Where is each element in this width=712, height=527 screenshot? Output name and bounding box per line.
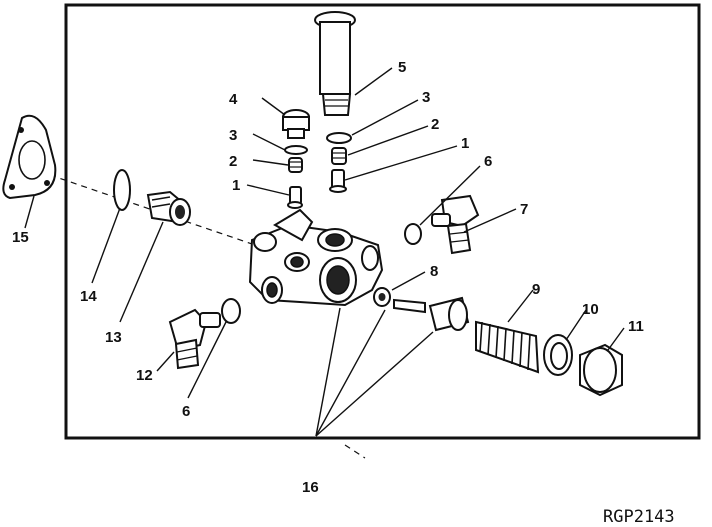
- callout-10: 10: [582, 301, 599, 318]
- leader-lines: [24, 67, 625, 437]
- part-pin: [393, 298, 426, 314]
- callout-6-lower: 6: [182, 403, 190, 420]
- part-pump-body: [248, 208, 384, 307]
- part-washer-small: [373, 287, 391, 307]
- callout-11: 11: [628, 318, 644, 335]
- part-spring-left: [288, 157, 303, 173]
- center-line-lower: [344, 444, 366, 459]
- part-end-plug: [579, 343, 623, 397]
- part-o-ring-upper: [404, 223, 422, 245]
- callout-15: 15: [12, 229, 29, 246]
- callout-5: 5: [398, 59, 406, 76]
- center-line: [49, 174, 256, 246]
- callout-4: 4: [229, 91, 238, 108]
- callout-1-right: 1: [461, 135, 469, 152]
- part-washer-right: [326, 132, 352, 144]
- callout-2-left: 2: [229, 153, 237, 170]
- part-piston: [428, 296, 470, 332]
- callout-16: 16: [302, 479, 319, 496]
- callout-6-upper: 6: [484, 153, 492, 170]
- part-strainer: [146, 190, 191, 226]
- part-valve-right: [329, 169, 347, 193]
- callout-1-left: 1: [232, 177, 240, 194]
- callout-8: 8: [430, 263, 438, 280]
- callout-2-right: 2: [431, 116, 439, 133]
- callout-14: 14: [80, 288, 97, 305]
- callout-3-left: 3: [229, 127, 237, 144]
- callout-13: 13: [105, 329, 122, 346]
- callout-9: 9: [532, 281, 540, 298]
- part-washer-left: [284, 145, 308, 155]
- part-snap-ring: [113, 169, 131, 211]
- part-elbow-fitting-lower: [168, 308, 221, 370]
- callout-7: 7: [520, 201, 528, 218]
- part-cap-plug: [282, 109, 310, 139]
- part-plunger: [314, 11, 356, 116]
- reference-code: RGP2143: [603, 507, 675, 527]
- callout-12: 12: [136, 367, 153, 384]
- part-valve-left: [287, 186, 303, 209]
- diagram-frame: [64, 3, 701, 440]
- part-o-ring-lower: [221, 298, 241, 324]
- part-spring-large: [475, 320, 540, 374]
- callout-3-right: 3: [422, 89, 430, 106]
- part-elbow-fitting-upper: [431, 194, 480, 255]
- part-gasket: [2, 114, 57, 200]
- part-gasket-ring: [543, 334, 573, 376]
- part-spring-right: [331, 147, 347, 165]
